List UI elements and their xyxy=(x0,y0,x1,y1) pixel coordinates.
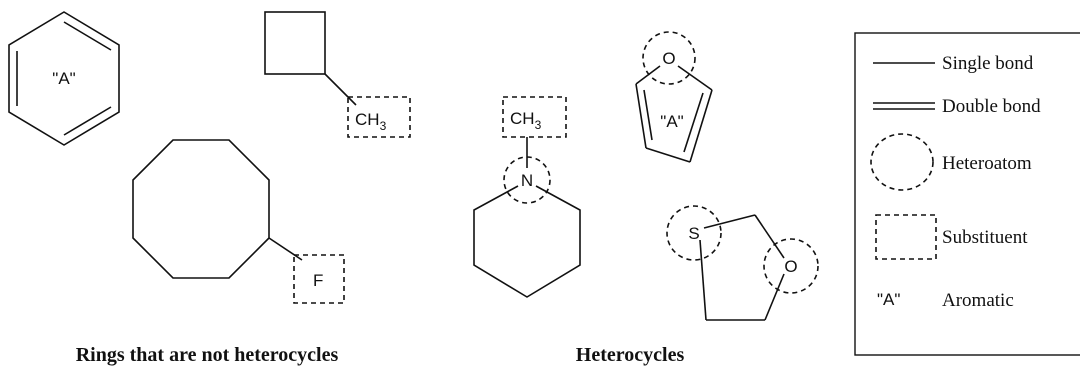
oxathiolane-bond-top-o xyxy=(754,214,785,259)
benzene-double-bond-2 xyxy=(63,106,112,136)
legend-substituent-symbol xyxy=(875,214,937,260)
methyl-label-1: CH3 xyxy=(355,110,387,133)
nitrogen-label: N xyxy=(521,171,533,190)
cyclooctane-octagon xyxy=(132,139,270,279)
cyclobutane-square xyxy=(264,11,326,75)
benzene-double-bond-1 xyxy=(63,21,112,51)
caption-heterocycles: Heterocycles xyxy=(576,344,685,366)
furan-bond-right xyxy=(689,89,713,163)
furan-bond-bottom xyxy=(645,147,691,163)
oxathiolane-bond-s-top xyxy=(703,214,756,229)
legend-single-bond-label: Single bond xyxy=(942,53,1034,74)
oxygen-heteroatom-circle-1 xyxy=(642,31,696,85)
legend-double-bond-label: Double bond xyxy=(942,96,1041,117)
legend-aromatic-symbol: "A" xyxy=(877,290,900,309)
furan-double-bond-left xyxy=(643,89,653,141)
furan-ring: O "A" xyxy=(635,31,713,163)
sulfur-heteroatom-circle xyxy=(666,205,722,261)
benzene-ring: "A" xyxy=(8,11,120,146)
benzene-aromatic-label: "A" xyxy=(52,69,75,88)
caption-non-heterocycles: Rings that are not heterocycles xyxy=(76,344,339,366)
oxathiolane-oxygen-label: O xyxy=(784,257,797,276)
methyl-substituent-box xyxy=(347,96,411,138)
methyl-label-2: CH3 xyxy=(510,109,542,132)
cyclobutane-methyl: CH3 xyxy=(264,11,411,138)
legend-heteroatom-symbol xyxy=(870,133,934,191)
oxathiolane-ring: S O xyxy=(666,205,819,321)
legend-frame xyxy=(854,32,1080,356)
nitrogen-heteroatom-circle xyxy=(503,156,551,204)
furan-bond-o-left xyxy=(635,65,661,85)
fluoro-substituent-box xyxy=(293,254,345,304)
oxygen-heteroatom-circle-2 xyxy=(763,238,819,294)
furan-double-bond-right xyxy=(683,92,704,153)
furan-oxygen-label: O xyxy=(662,49,675,68)
furan-aromatic-label: "A" xyxy=(660,112,683,131)
fluorine-label: F xyxy=(313,271,323,290)
legend-substituent-label: Substituent xyxy=(942,227,1028,248)
oxathiolane-bond-o-bottom xyxy=(764,273,785,321)
piperidine-ring xyxy=(473,185,581,298)
methylpiperidine: CH3 N xyxy=(473,96,581,298)
piperidine-methyl-box xyxy=(502,96,567,138)
sulfur-label: S xyxy=(688,224,699,243)
furan-bond-left xyxy=(635,83,647,149)
furan-bond-o-right xyxy=(677,65,713,91)
legend-aromatic-label: Aromatic xyxy=(942,290,1014,311)
cyclooctane-substituent-bond xyxy=(268,237,303,261)
benzene-hexagon xyxy=(8,11,120,146)
legend-panel: Single bond Double bond Heteroatom Subst… xyxy=(854,32,1080,356)
legend-heteroatom-label: Heteroatom xyxy=(942,153,1032,174)
oxathiolane-bond-bottom-s xyxy=(699,239,707,321)
cyclooctane-fluoro: F xyxy=(132,139,345,304)
cyclobutane-substituent-bond xyxy=(324,73,357,106)
